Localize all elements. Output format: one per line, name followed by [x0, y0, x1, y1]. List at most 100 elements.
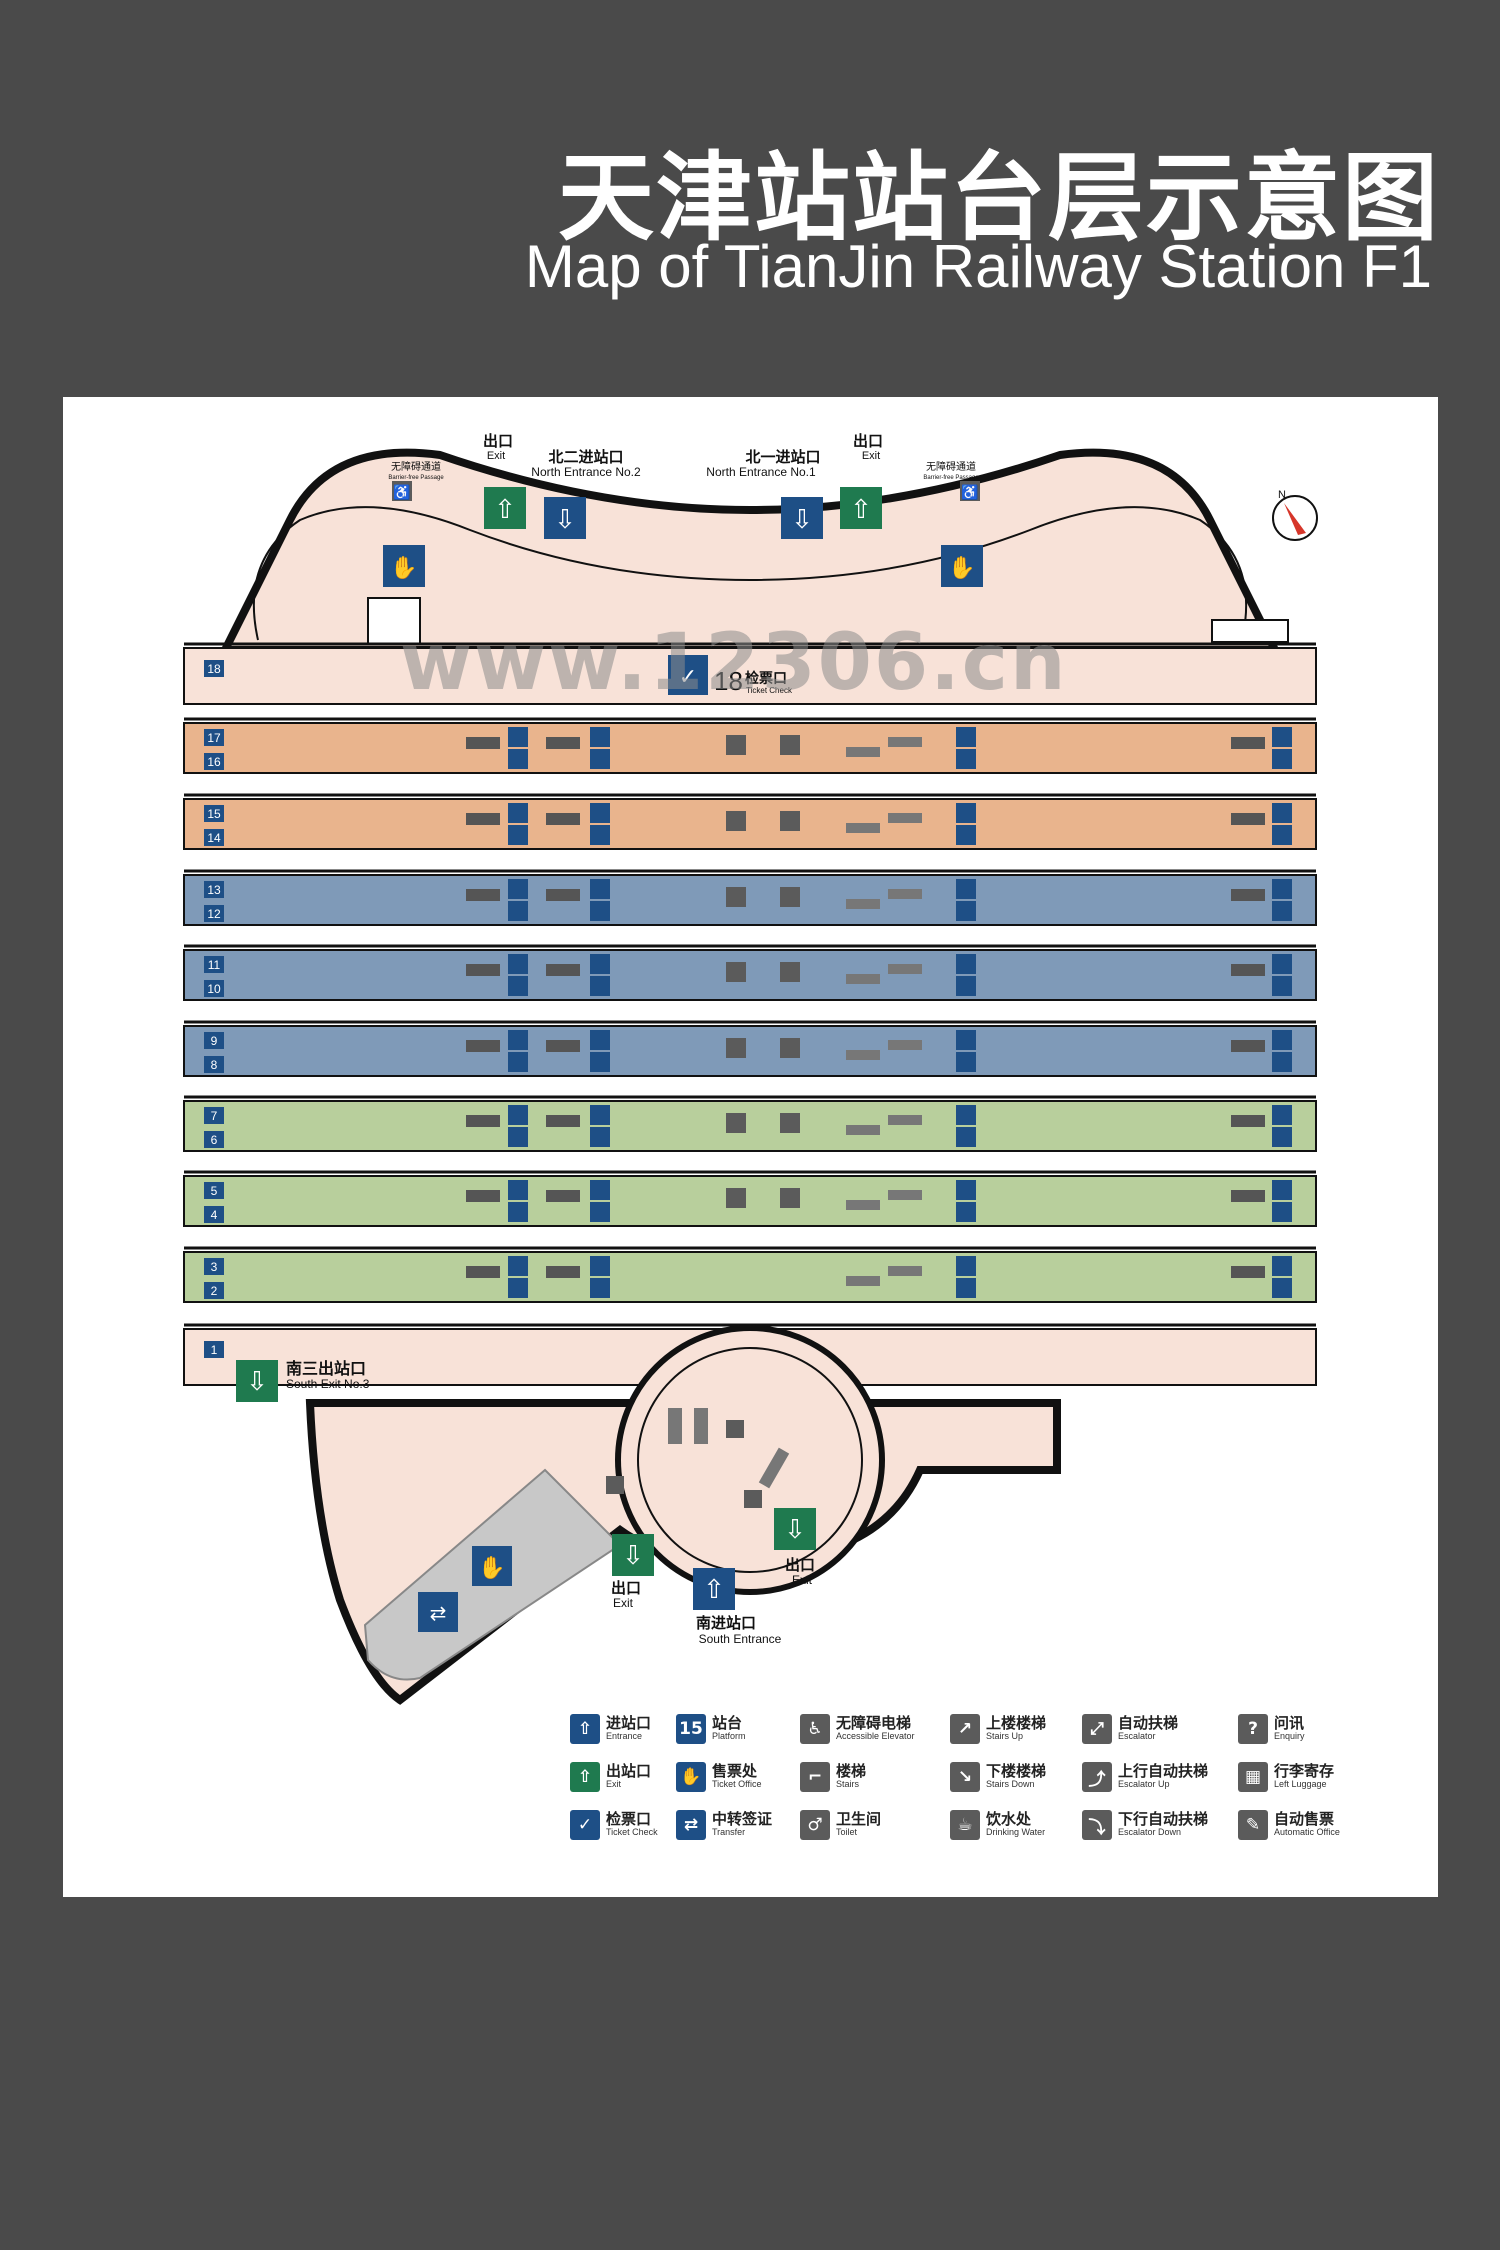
- north-exit-left-label-en: Exit: [487, 450, 505, 462]
- legend-label-en: Escalator Up: [1118, 1779, 1170, 1790]
- legend-label-en: Toilet: [836, 1827, 858, 1838]
- north-label: N: [1278, 489, 1286, 501]
- escalator: [888, 1266, 922, 1276]
- legend-label: 上楼楼梯: [986, 1714, 1047, 1733]
- stairs: [466, 964, 500, 976]
- stairs-up-icon: [1272, 1180, 1292, 1200]
- legend-label-en: Enquiry: [1274, 1731, 1305, 1742]
- legend-label: 上行自动扶梯: [1118, 1762, 1209, 1781]
- legend-label: 卫生间: [836, 1810, 882, 1829]
- platform-18: 18: [183, 642, 1317, 705]
- stairs-down-icon: [1272, 1127, 1292, 1147]
- rotunda-stairs-2: [694, 1408, 708, 1444]
- svg-text:✋: ✋: [390, 555, 417, 580]
- south-exit-left-sign: ⇩: [612, 1534, 654, 1576]
- accessible-icon-left: ♿: [392, 481, 412, 501]
- elevator-icon: [726, 1038, 746, 1058]
- south-entrance-label: 南进站口: [696, 1614, 756, 1632]
- stairs-up-icon: [956, 1256, 976, 1276]
- elevator-icon: [780, 962, 800, 982]
- stairs-down-icon: [1272, 1052, 1292, 1072]
- track-badge: [204, 1182, 224, 1199]
- svg-text:♿: ♿: [961, 484, 978, 501]
- escalator: [846, 1050, 880, 1060]
- north-exit-right-label: 出口: [853, 432, 883, 450]
- platform-band: [183, 1175, 1317, 1227]
- stairs-up-icon: [956, 1030, 976, 1050]
- stairs-down-icon: [956, 1278, 976, 1298]
- track-number: 4: [211, 1208, 218, 1222]
- legend-label-en: Entrance: [606, 1731, 643, 1742]
- south-exit-right-sign: ⇩: [774, 1508, 816, 1550]
- legend-label: 自动扶梯: [1118, 1714, 1179, 1733]
- track-badge: [204, 980, 224, 997]
- track-badge: [204, 829, 224, 846]
- elevator-icon: [780, 887, 800, 907]
- left-luggage-icon: ▦: [1238, 1762, 1268, 1792]
- escalator: [846, 1125, 880, 1135]
- platform-band: [183, 647, 1317, 705]
- legend-label: 饮水处: [986, 1810, 1032, 1829]
- platform-band: [183, 1251, 1317, 1303]
- ticket-check-label: 检票口: [745, 670, 787, 686]
- stairs-down-icon: [508, 901, 528, 921]
- stairs: [466, 889, 500, 901]
- stairs-up-icon: [956, 727, 976, 747]
- escalator: [888, 889, 922, 899]
- enquiry-icon: ?: [1238, 1714, 1268, 1744]
- rotunda-toilet-icon: [606, 1476, 624, 1494]
- north-concourse-inner-track: [252, 506, 1248, 641]
- track-number: 10: [207, 982, 221, 996]
- ticket-office-icon-left: ✋: [383, 545, 425, 587]
- stairs-up-icon: [956, 1180, 976, 1200]
- track-number: 7: [211, 1109, 218, 1123]
- platform-band: [183, 949, 1317, 1001]
- stairs: [1231, 813, 1265, 825]
- svg-text:⇧: ⇧: [850, 494, 872, 524]
- stairs-down-icon: [590, 825, 610, 845]
- entrance-icon: ⇧: [570, 1714, 600, 1744]
- track-badge: [204, 805, 224, 822]
- stairs-up-icon: [590, 1105, 610, 1125]
- stairs-up-icon: [590, 1030, 610, 1050]
- legend-label-en: Accessible Elevator: [836, 1731, 915, 1742]
- platform-5-4: 54: [183, 1170, 1317, 1227]
- svg-text:✓: ✓: [679, 664, 697, 689]
- stairs-up-icon: [590, 727, 610, 747]
- automatic-office-icon: ✎: [1238, 1810, 1268, 1840]
- north-entrance-1-label: 北一进站口: [745, 448, 820, 466]
- platform-band: [183, 1025, 1317, 1077]
- escalator: [888, 1190, 922, 1200]
- track-badge: [204, 1131, 224, 1148]
- platform-band: [183, 722, 1317, 774]
- legend-label-en: Drinking Water: [986, 1827, 1046, 1838]
- north-exit-left-sign: ⇧: [484, 487, 526, 529]
- legend-label: 站台: [712, 1714, 743, 1733]
- south-transfer-icon: ⇄: [418, 1592, 458, 1632]
- escalator: [846, 974, 880, 984]
- stairs: [546, 1266, 580, 1278]
- ticket-check-number: 18: [714, 666, 743, 696]
- svg-text:⇧: ⇧: [494, 494, 516, 524]
- stairs-down-icon: [508, 976, 528, 996]
- barrier-free-right-label: 无障碍通道: [926, 460, 976, 473]
- rotunda-stairs-1: [668, 1408, 682, 1444]
- stairs-up-icon: [508, 1105, 528, 1125]
- track-number: 13: [207, 883, 221, 897]
- legend-label: 自动售票: [1274, 1810, 1335, 1829]
- stairs-up-icon: [590, 1256, 610, 1276]
- stairs-up-icon: ↗: [950, 1714, 980, 1744]
- legend-label-en: Transfer: [712, 1827, 746, 1838]
- legend-label: 无障碍电梯: [836, 1714, 912, 1733]
- stairs-down-icon: [956, 825, 976, 845]
